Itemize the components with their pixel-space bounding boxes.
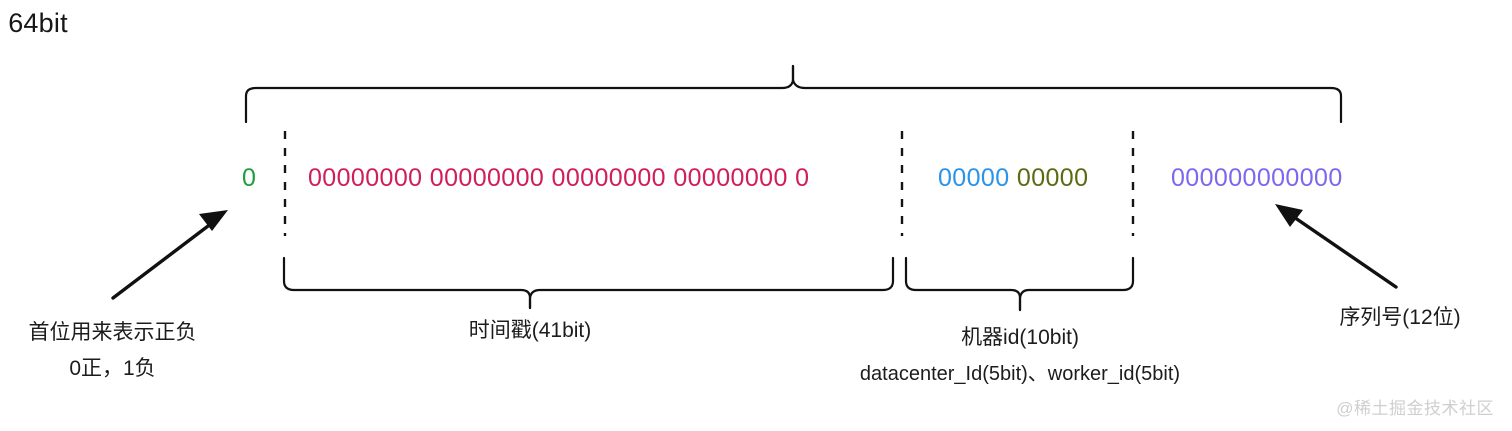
watermark-text: @稀土掘金技术社区 [1336, 399, 1494, 418]
timestamp-bits-value: 00000000 00000000 00000000 00000000 0 [308, 164, 810, 192]
timestamp-caption: 时间戳(41bit) [468, 319, 592, 342]
machine-id-caption: 机器id(10bit) datacenter_Id(5bit)、worker_i… [820, 320, 1220, 392]
sign-bit-caption-line1: 首位用来表示正负 [28, 321, 197, 344]
bits-gap [1010, 164, 1017, 192]
worker-id-bits-value: 00000 [1016, 164, 1089, 192]
machine-id-bits-group: 00000 00000 [938, 161, 1088, 195]
machine-id-caption-line2: datacenter_Id(5bit)、worker_id(5bit) [859, 363, 1181, 385]
segment-dividers [283, 131, 1135, 236]
sequence-caption: 序列号(12位) [1339, 306, 1461, 329]
datacenter-id-bits-value: 00000 [938, 164, 1010, 192]
sign-bit-value: 0 [242, 164, 257, 192]
sequence-bits-value: 000000000000 [1171, 164, 1343, 192]
bottom-brace-machine-id [904, 256, 1135, 312]
sign-bit-caption: 首位用来表示正负 0正，1负 [0, 315, 225, 387]
arrow-to-sign-bit [111, 210, 228, 300]
top-brace-64bit [244, 64, 1343, 124]
sign-bit-caption-line2: 0正，1负 [69, 357, 156, 380]
arrow-to-sequence-bits [1275, 204, 1398, 289]
bottom-brace-timestamp [282, 256, 895, 310]
machine-id-caption-line1: 机器id(10bit) [961, 326, 1079, 349]
total-bits-title: 64bit [8, 8, 68, 38]
